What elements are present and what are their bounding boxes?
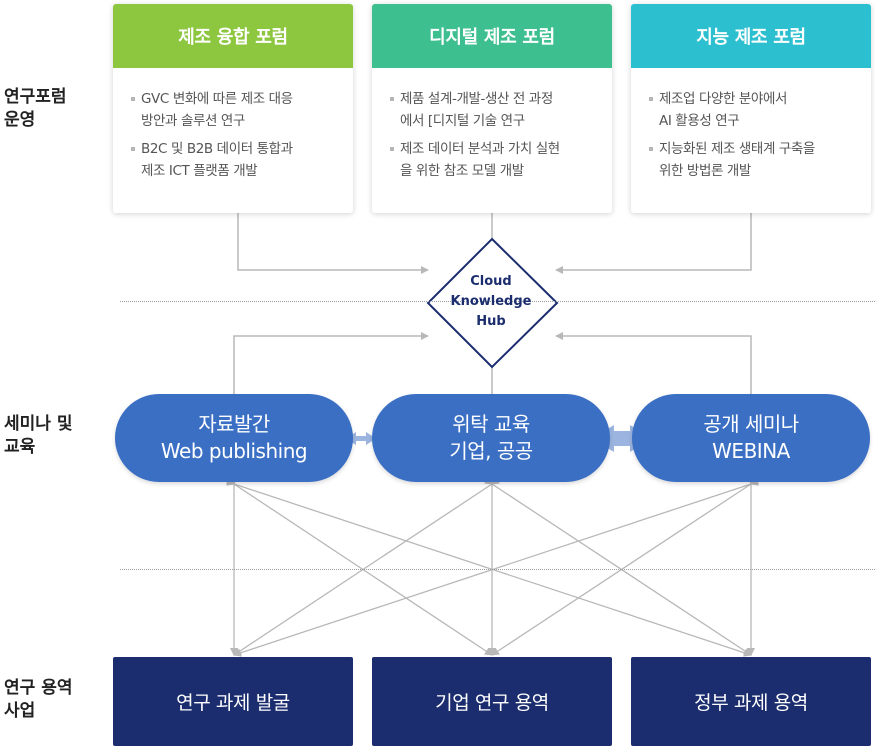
divider-bottom [120, 569, 875, 570]
pill-subtitle: Web publishing [160, 439, 308, 463]
row-label-research: 연구 용역 사업 [4, 678, 73, 721]
pill3-to-hub-line [555, 332, 752, 394]
forum-card-body: 제품 설계-개발-생산 전 과정 에서 [디지털 기술 연구 제조 데이터 분석… [372, 68, 612, 182]
forum-card-intelligent: 지능 제조 포럼 제조업 다양한 분야에서 AI 활용성 연구 지능화된 제조 … [631, 4, 871, 213]
pill-title: 위탁 교육 [452, 412, 530, 436]
forum-card-convergence: 제조 융합 포럼 GVC 변화에 따른 제조 대응 방안과 솔루션 연구 B2C… [113, 4, 353, 213]
education-pill-seminar: 공개 세미나 WEBINA [632, 394, 870, 482]
pill-subtitle: 기업, 공공 [449, 439, 533, 463]
forum-bullet: 지능화된 제조 생태계 구축을 위한 방법론 개발 [649, 138, 857, 182]
forum-card-body: 제조업 다양한 분야에서 AI 활용성 연구 지능화된 제조 생태계 구축을 위… [631, 68, 871, 182]
forum-bullet: GVC 변화에 따른 제조 대응 방안과 솔루션 연구 [131, 88, 339, 132]
divider-top [120, 301, 875, 302]
forum-card-body: GVC 변화에 따른 제조 대응 방안과 솔루션 연구 B2C 및 B2B 데이… [113, 68, 353, 182]
pill1-to-hub-line [233, 332, 429, 394]
pill-title: 공개 세미나 [703, 412, 799, 436]
row-label-seminar: 세미나 및 교육 [4, 414, 73, 457]
forum1-to-hub-line [237, 213, 429, 274]
pill-title: 자료발간 [198, 412, 270, 436]
education-pill-publishing: 자료발간 Web publishing [115, 394, 353, 482]
hub-label: Cloud Knowledge Hub [450, 274, 532, 329]
service-box-corporate: 기업 연구 용역 [372, 657, 612, 746]
service-box-government: 정부 과제 용역 [631, 657, 871, 746]
forum-card-digital: 디지털 제조 포럼 제품 설계-개발-생산 전 과정 에서 [디지털 기술 연구… [372, 4, 612, 213]
pill-subtitle: WEBINA [712, 439, 790, 463]
forum-card-header: 디지털 제조 포럼 [372, 4, 612, 68]
forum-bullet: 제품 설계-개발-생산 전 과정 에서 [디지털 기술 연구 [390, 88, 598, 132]
hub-diamond [426, 237, 559, 369]
service-box-discovery: 연구 과제 발굴 [113, 657, 353, 746]
forum-card-header: 지능 제조 포럼 [631, 4, 871, 68]
forum-bullet: B2C 및 B2B 데이터 통합과 제조 ICT 플랫폼 개발 [131, 138, 339, 182]
forum-bullet: 제조업 다양한 분야에서 AI 활용성 연구 [649, 88, 857, 132]
education-pill-training: 위탁 교육 기업, 공공 [372, 394, 610, 482]
forum3-to-hub-line [555, 213, 752, 274]
forum-card-header: 제조 융합 포럼 [113, 4, 353, 68]
forum-bullet: 제조 데이터 분석과 가치 실현 을 위한 참조 모델 개발 [390, 138, 598, 182]
row-label-forum: 연구포럼 운영 [4, 87, 67, 130]
